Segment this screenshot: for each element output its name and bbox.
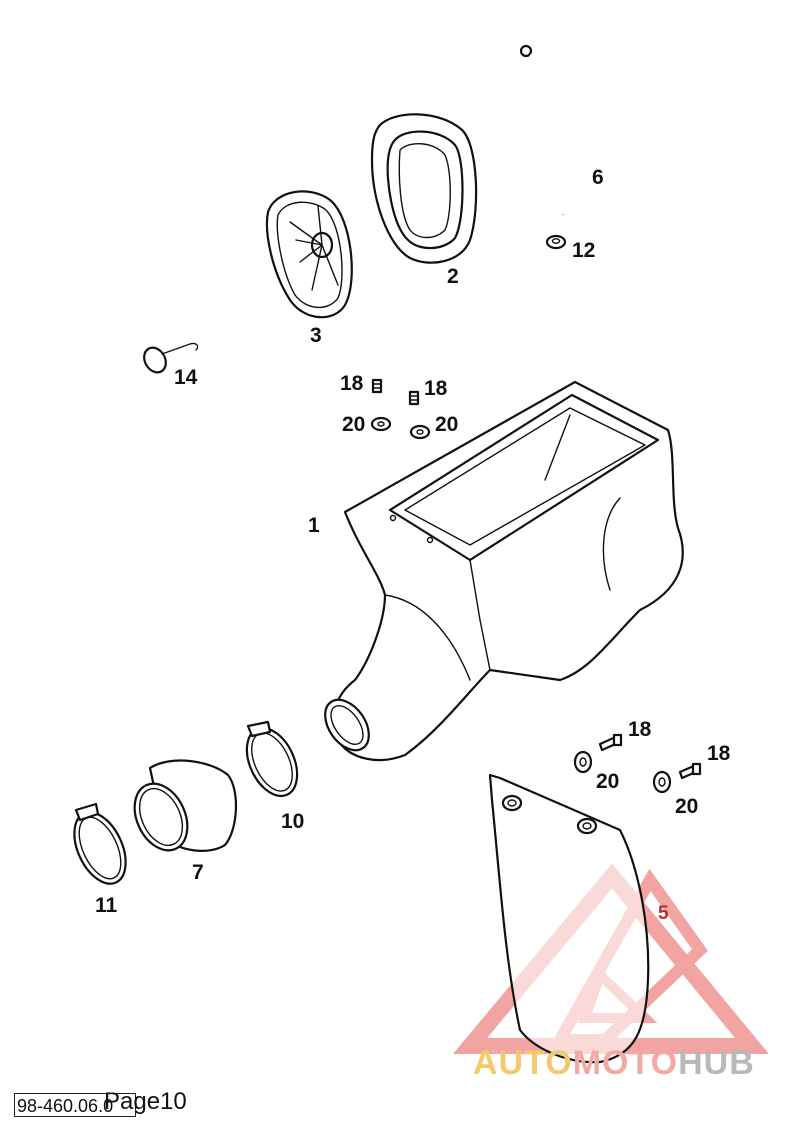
part-14-retaining-pin: [143, 342, 199, 374]
callout-12: 12: [572, 239, 596, 262]
callout-3: 3: [310, 324, 322, 347]
callout-11: 11: [95, 894, 118, 917]
watermark-word-auto: AUTO: [473, 1044, 573, 1082]
part-5-mud-flap: [488, 773, 650, 1064]
part-18-screw-top-left: [371, 378, 383, 394]
callout-5: 5: [658, 903, 669, 924]
part-2-air-filter: [370, 113, 478, 264]
callout-18-lower-left: 18: [628, 718, 652, 741]
callout-18-top-left: 18: [340, 372, 364, 395]
watermark-text: AUTOMOTOHUB: [473, 1046, 755, 1080]
page-number: Page10: [104, 1088, 187, 1115]
part-1-airbox: [324, 380, 684, 762]
part-20-washer-top-right: [409, 424, 431, 440]
callout-10: 10: [281, 810, 305, 833]
callout-2: 2: [447, 265, 459, 288]
callout-1: 1: [308, 514, 320, 537]
part-20-washer-lower-right: [652, 770, 672, 794]
part-3-filter-support: [265, 190, 353, 319]
callout-20-top-left: 20: [342, 413, 366, 436]
callout-14: 14: [174, 366, 198, 389]
callout-18-lower-right: 18: [707, 742, 731, 765]
part-11-hose-clamp: [73, 802, 127, 885]
watermark-word-hub: HUB: [678, 1044, 755, 1082]
part-18-screw-lower-right: [678, 762, 702, 780]
watermark-word-moto: MOTO: [572, 1044, 679, 1082]
callout-6: 6: [592, 166, 604, 189]
part-18-screw-top-right: [408, 390, 420, 406]
callout-18-top-right: 18: [424, 377, 448, 400]
part-20-washer-top-left: [370, 416, 392, 432]
part-18-screw-lower-left: [598, 733, 623, 752]
part-6-breather-hose: [519, 44, 574, 215]
callout-20-lower-right: 20: [675, 795, 699, 818]
document-code-box: 98-460.06.0: [14, 1093, 136, 1117]
part-20-washer-lower-left: [573, 750, 593, 774]
callout-20-top-right: 20: [435, 413, 459, 436]
part-7-intake-rubber: [133, 759, 238, 852]
callout-20-lower-left: 20: [596, 770, 620, 793]
callout-7: 7: [192, 861, 204, 884]
part-12-cap: [545, 234, 567, 250]
part-10-hose-clamp: [245, 720, 299, 798]
